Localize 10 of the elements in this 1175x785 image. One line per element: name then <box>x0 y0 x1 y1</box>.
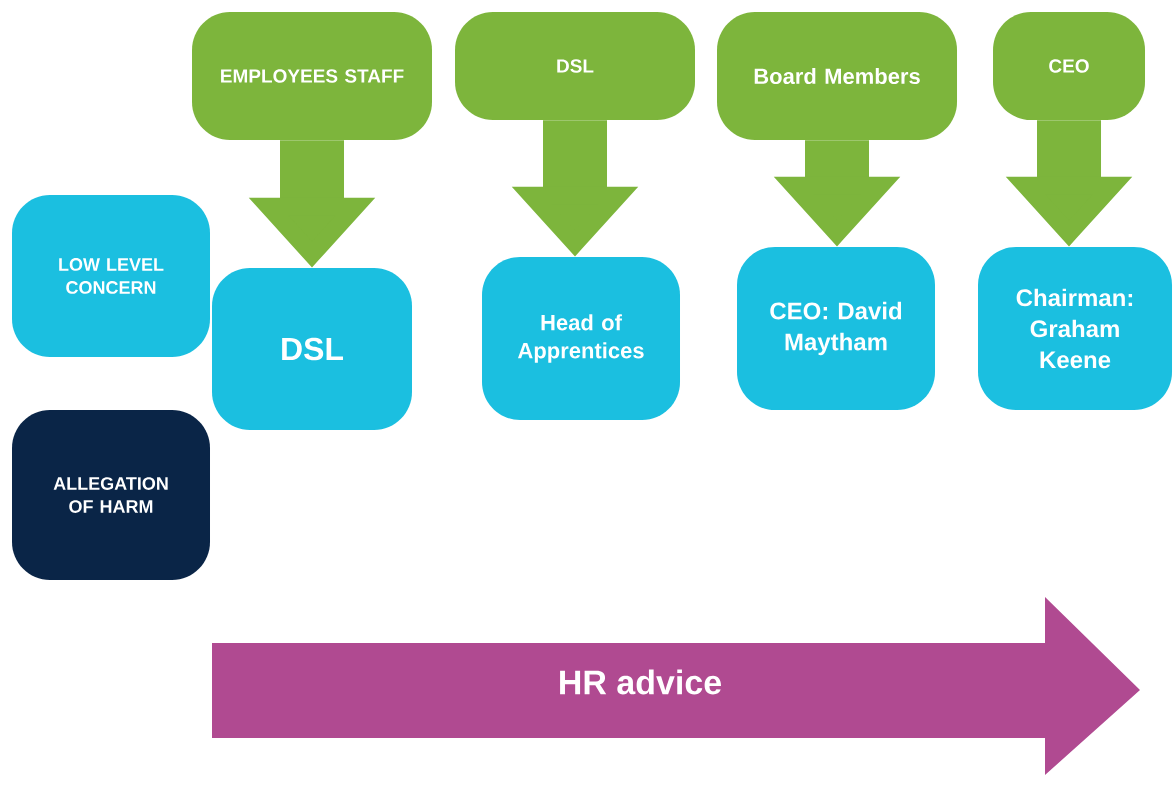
category-box: ALLEGATION OF HARM <box>12 410 210 580</box>
role-box: Chairman: Graham Keene <box>978 247 1172 410</box>
role-box: DSL <box>212 268 412 430</box>
callout-box: Board Members <box>717 12 957 140</box>
role-box: Head of Apprentices <box>482 257 680 420</box>
callout-box: CEO <box>993 12 1145 120</box>
category-box: LOW LEVEL CONCERN <box>12 195 210 357</box>
role-box: CEO: David Maytham <box>737 247 935 410</box>
callout-box: EMPLOYEES STAFF <box>192 12 432 140</box>
callout-box: DSL <box>455 12 695 120</box>
